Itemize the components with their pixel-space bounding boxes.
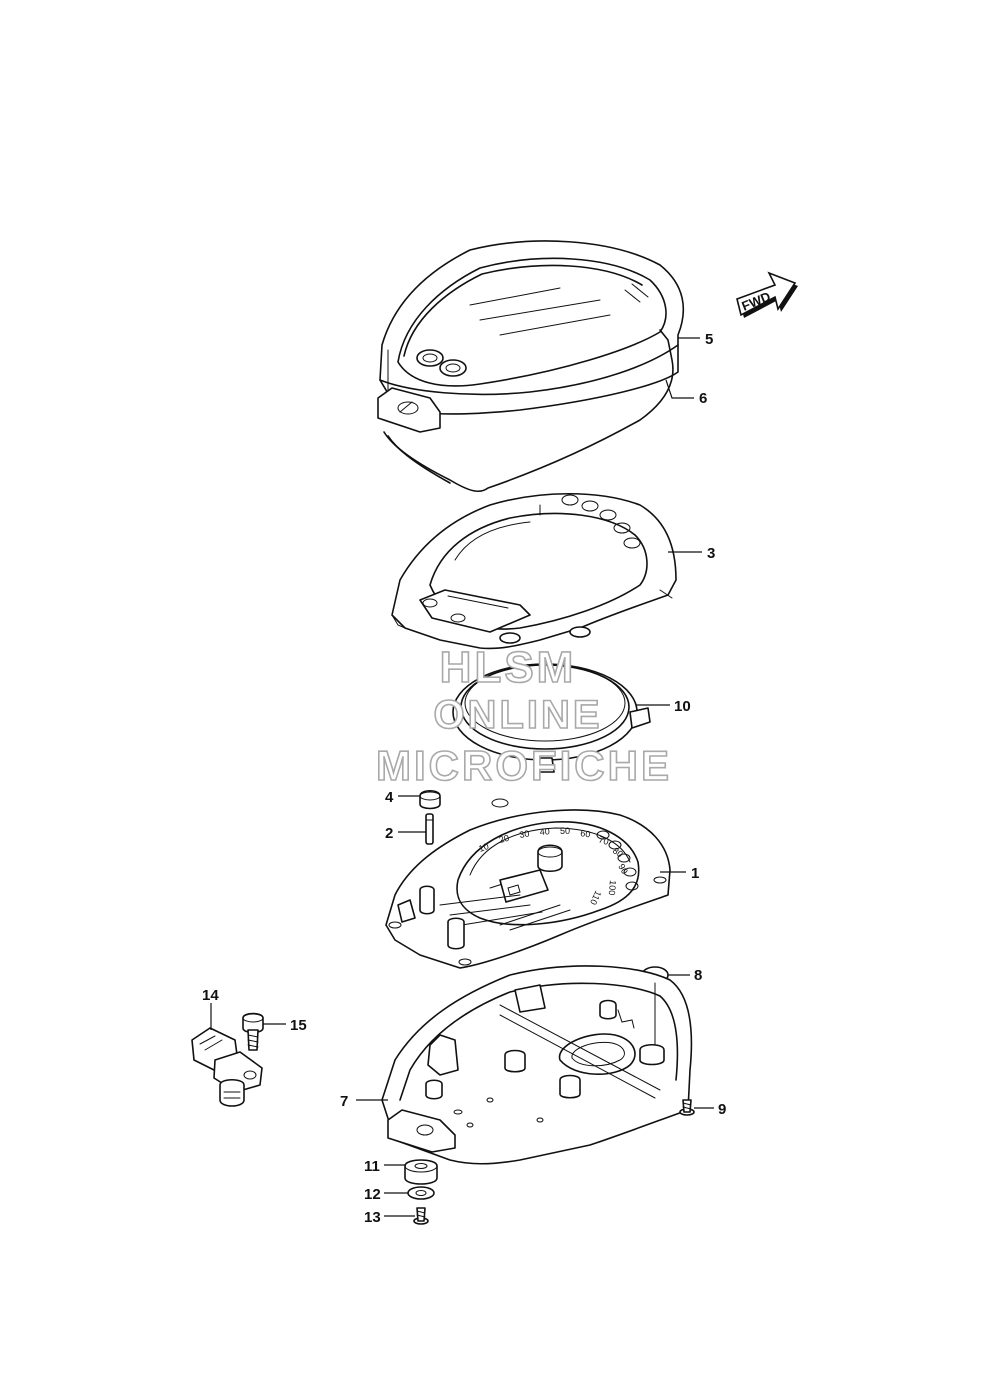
callout-8: 8 bbox=[694, 967, 702, 984]
watermark-line-1: HLSM bbox=[440, 643, 577, 692]
dial-number: 10 bbox=[477, 841, 490, 854]
callout-4: 4 bbox=[385, 789, 394, 806]
callout-6: 6 bbox=[699, 390, 707, 407]
part-5-meter-cover bbox=[377, 240, 685, 433]
part-14-sensor bbox=[191, 1027, 263, 1107]
part-7-lower-case bbox=[381, 965, 693, 1165]
dial-number: 40 bbox=[539, 826, 550, 837]
callout-13: 13 bbox=[364, 1209, 381, 1226]
part-10-ring bbox=[452, 663, 651, 773]
fwd-arrow-icon: FWD bbox=[736, 271, 798, 318]
part-1-meter-assembly: 10 20 30 40 50 60 70 80 90 100 110 bbox=[385, 798, 671, 969]
part-9-screw bbox=[679, 1099, 695, 1116]
callout-5: 5 bbox=[705, 331, 713, 348]
part-13-screw bbox=[413, 1207, 429, 1225]
dial-number: 30 bbox=[519, 828, 531, 840]
callout-15: 15 bbox=[290, 1017, 307, 1034]
dial-number: 60 bbox=[580, 828, 591, 839]
part-11-grommet bbox=[404, 1159, 438, 1185]
callout-12: 12 bbox=[364, 1186, 381, 1203]
part-6-gasket bbox=[383, 329, 674, 493]
part-2-pin bbox=[425, 813, 434, 845]
callout-1: 1 bbox=[691, 865, 699, 882]
part-4-cap bbox=[419, 789, 441, 810]
callout-7: 7 bbox=[340, 1093, 348, 1110]
dial-number: 100 bbox=[607, 880, 618, 896]
part-3-meter-case bbox=[391, 493, 677, 650]
callout-14: 14 bbox=[202, 987, 219, 1004]
part-15-bolt bbox=[242, 1012, 264, 1051]
dial-scale: 10 20 30 40 50 60 70 80 90 100 110 bbox=[477, 826, 630, 906]
watermark: HLSM ONLINE MICROFICHE bbox=[375, 642, 672, 790]
callout-2: 2 bbox=[385, 825, 393, 842]
dial-number: 20 bbox=[498, 833, 510, 845]
dial-number: 50 bbox=[560, 826, 570, 836]
watermark-line-3: MICROFICHE bbox=[376, 742, 672, 789]
callout-3: 3 bbox=[707, 545, 715, 562]
callout-9: 9 bbox=[718, 1101, 726, 1118]
dial-number: 90 bbox=[616, 862, 630, 876]
watermark-line-2: ONLINE bbox=[433, 693, 602, 737]
callout-11: 11 bbox=[364, 1158, 380, 1175]
callout-10: 10 bbox=[674, 698, 691, 715]
callouts: 5 6 3 10 4 2 1 8 7 9 11 12 bbox=[202, 331, 726, 1226]
part-12-washer bbox=[407, 1186, 435, 1200]
